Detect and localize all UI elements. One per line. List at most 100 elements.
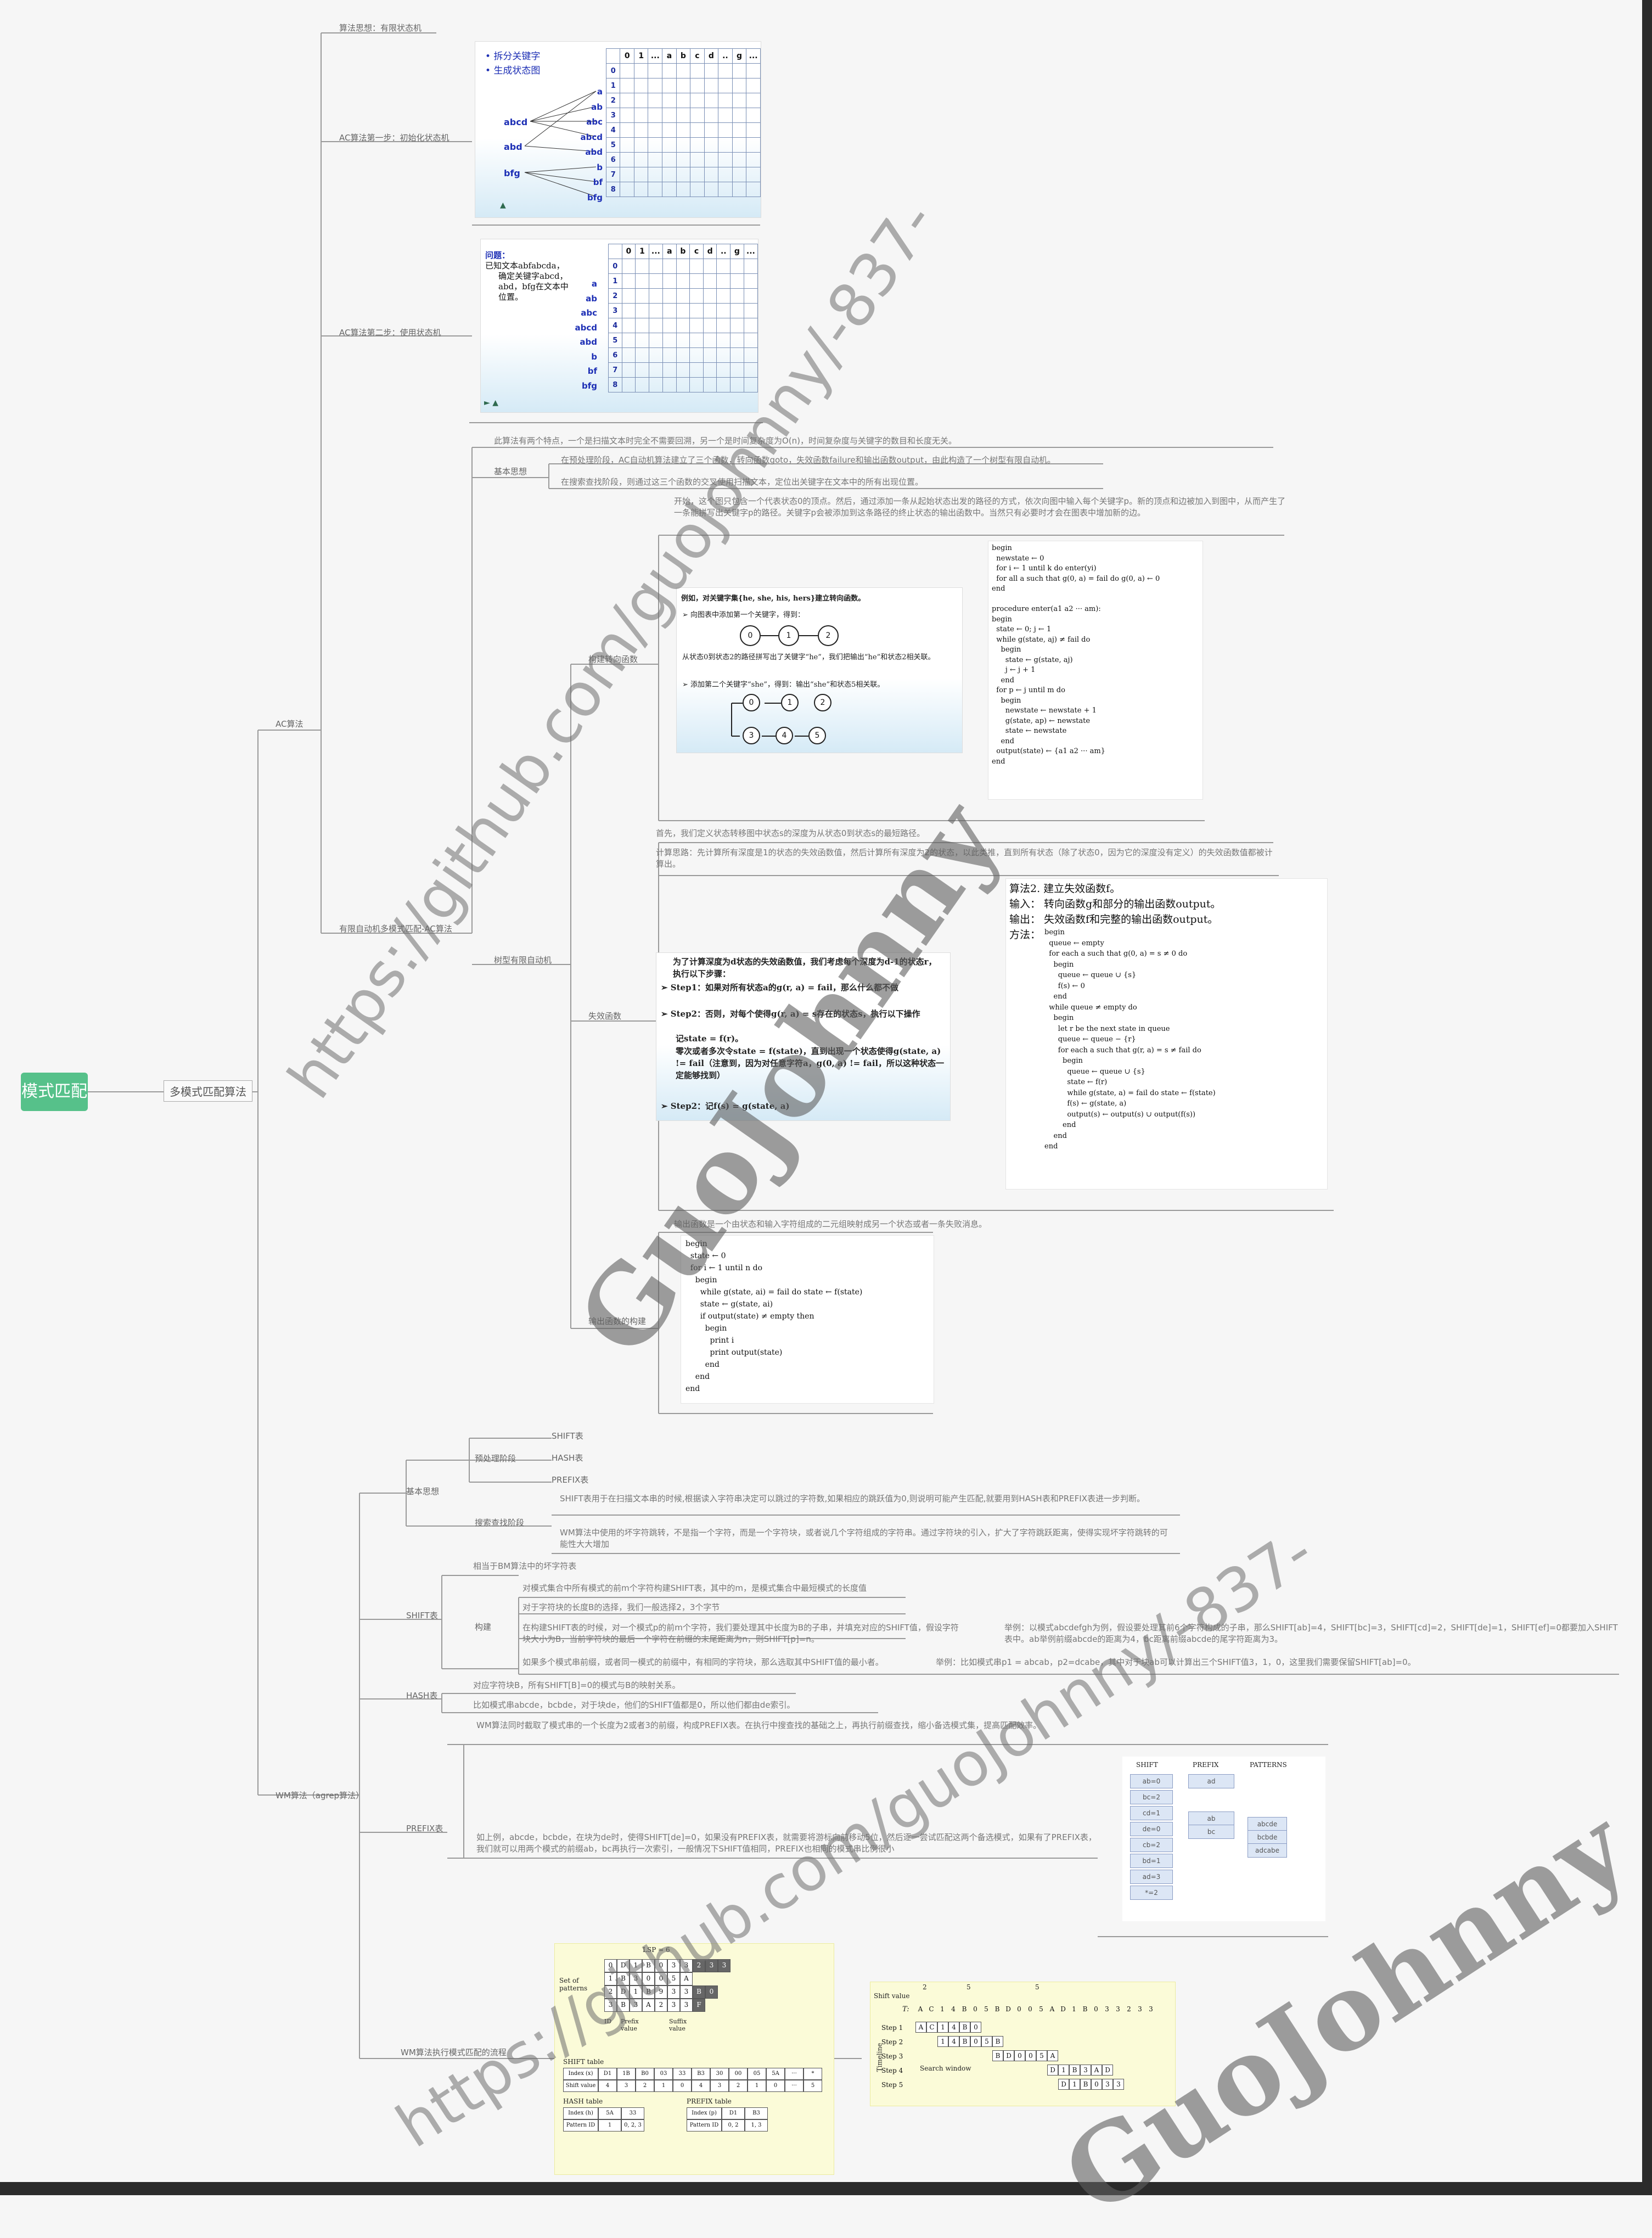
ac-fail-node[interactable]: 失效函数 (588, 1011, 622, 1021)
wm-pre-shift[interactable]: SHIFT表 (552, 1431, 583, 1441)
table-cell: 0 (608, 259, 622, 274)
set-of-patterns-label: Set of patterns (559, 1977, 588, 1992)
wm-pre-prefix[interactable]: PREFIX表 (552, 1475, 589, 1485)
sv-num-1: 2 (923, 1983, 927, 1991)
table-cell (620, 108, 634, 123)
table-cell (635, 303, 649, 318)
suffix-value-label: Suffix value (669, 2018, 687, 2032)
table-cell (648, 108, 663, 123)
hash-table-title: HASH table (563, 2097, 603, 2105)
table-cell (662, 362, 677, 378)
slide2-target-8: bfg (581, 380, 597, 391)
table-cell (621, 318, 636, 333)
table-cell (662, 108, 677, 123)
table-cell (621, 377, 636, 392)
table-header-cell: ... (648, 48, 663, 64)
fig-shift-entry: cd=1 (1130, 1806, 1173, 1820)
table-cell (620, 93, 634, 108)
wm-prefix-node[interactable]: PREFIX表 (406, 1824, 443, 1833)
table-cell (676, 63, 691, 78)
root-node[interactable]: 模式匹配 (21, 1073, 88, 1111)
wm-shift-build-node[interactable]: 构建 (475, 1622, 492, 1632)
table-header-cell: a (662, 244, 677, 259)
table-cell (718, 63, 733, 78)
ac-idea-node[interactable]: 算法思想：有限状态机 (339, 23, 422, 33)
text-char: 3 (1116, 2005, 1120, 2013)
table-cell (662, 167, 677, 182)
fig-patterns-head: PATTERNS (1250, 1761, 1287, 1769)
text-char: D (1060, 2005, 1066, 2013)
wm-hash-node[interactable]: HASH表 (406, 1691, 438, 1701)
table-cell (689, 288, 704, 304)
ac-step1-node[interactable]: AC算法第一步：初始化状态机 (339, 133, 449, 143)
ac-goto-node[interactable]: 构建转向函数 (588, 654, 638, 664)
table-cell (690, 122, 705, 138)
wm-pre-hash[interactable]: HASH表 (552, 1453, 583, 1463)
pattern-cell: A (680, 1972, 693, 1985)
table-cell (676, 182, 691, 197)
table-cell (676, 318, 690, 333)
table-cell (743, 333, 758, 348)
table-cell (676, 137, 691, 153)
goto-slide-title: 例如，对关键字集{he, she, his, hers}建立转向函数。 (681, 594, 866, 603)
wm-node[interactable]: WM算法（agrep算法） (276, 1791, 364, 1801)
table-cell (648, 137, 663, 153)
ac-output-node[interactable]: 输出函数的构建 (588, 1316, 647, 1326)
table-cell (746, 167, 761, 182)
slide1-word-abd: abd (504, 142, 522, 152)
lookup-table-cell: D1 (722, 2107, 745, 2119)
ac-step2-node[interactable]: AC算法第二步：使用状态机 (339, 328, 441, 338)
table-cell (662, 303, 677, 318)
table-cell (716, 362, 731, 378)
wm-pre-node[interactable]: 预处理阶段 (475, 1454, 516, 1463)
slide1-target-5: abd (585, 147, 603, 157)
slide2-target-3: abc (581, 308, 597, 318)
ac-tree-node[interactable]: 树型有限自动机 (494, 955, 552, 965)
wm-hash-note-1: 对应字符块B，所有SHIFT[B]=0的模式与B的映射关系。 (473, 1680, 681, 1690)
table-cell (732, 78, 747, 93)
multi-pattern-node[interactable]: 多模式匹配算法 (164, 1080, 252, 1102)
ac-basic-node[interactable]: 基本思想 (494, 467, 527, 476)
table-cell (662, 377, 677, 392)
lookup-table-cell: 1B (617, 2068, 636, 2080)
table-cell (732, 152, 747, 167)
table-cell: 6 (605, 152, 621, 167)
slide2-target-7: bf (587, 366, 597, 376)
table-cell (718, 182, 733, 197)
ac-fail-slide: 为了计算深度为d状态的失效函数值，我们考虑每个深度为d-1的状态r，执行以下步骤… (656, 952, 951, 1121)
output-algorithm-code: begin state ← 0 for i ← 1 until n do beg… (685, 1239, 863, 1393)
wm-flow-node[interactable]: WM算法执行模式匹配的流程 (401, 2048, 507, 2057)
wm-shift-note: 相当于BM算法中的坏字符表 (473, 1561, 577, 1571)
table-cell: 4 (605, 122, 621, 138)
table-cell: 1 (608, 273, 622, 289)
ac-fail-note-1: 首先，我们定义状态转移图中状态s的深度为从状态0到状态s的最短路径。 (656, 828, 925, 838)
lookup-table-cell: 1 (654, 2080, 673, 2092)
table-cell (648, 167, 663, 182)
table-header-cell: c (689, 244, 704, 259)
pattern-cell: 3 (630, 1999, 642, 2012)
table-cell (648, 333, 664, 348)
wm-search-node[interactable]: 搜索查找阶段 (475, 1518, 525, 1528)
table-cell: 6 (608, 347, 622, 363)
table-cell (704, 122, 719, 138)
lookup-table-cell: 0, 2 (722, 2119, 745, 2132)
table-cell (635, 273, 649, 289)
text-char: 0 (1017, 2005, 1021, 2013)
fig-shift-head: SHIFT (1136, 1761, 1158, 1769)
table-cell (676, 362, 690, 378)
wm-shift-node[interactable]: SHIFT表 (406, 1611, 438, 1620)
wm-shift-build-3: 在构建SHIFT表的时候，对一个模式p的前m个字符，我们要处理其中长度为B的子串… (522, 1623, 959, 1644)
ac-fsm-node[interactable]: 有限自动机多模式匹配-AC算法 (339, 924, 452, 934)
table-cell (704, 167, 719, 182)
table-header-cell: .. (718, 48, 733, 64)
ac-basic-note-2: 在预处理阶段，AC自动机算法建立了三个函数，转向函数goto，失效函数failu… (561, 455, 1056, 465)
pattern-cell: 3 (680, 1985, 693, 1999)
step-4-label: Step 4 (881, 2067, 903, 2074)
ac-node[interactable]: AC算法 (276, 719, 304, 729)
table-cell (703, 333, 717, 348)
wm-basic-node[interactable]: 基本思想 (406, 1487, 440, 1496)
table-header-cell: b (676, 48, 691, 64)
lookup-table-cell: 2 (729, 2080, 748, 2092)
state-4-circle: 4 (776, 727, 793, 744)
table-cell (716, 273, 731, 289)
